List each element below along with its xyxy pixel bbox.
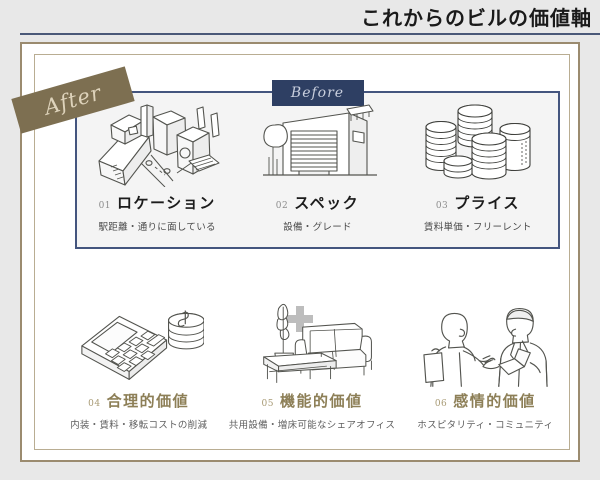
coin-stacks-icon bbox=[413, 100, 543, 188]
content-card: After Before bbox=[11, 42, 580, 462]
item-description: 共用設備・増床可能なシェアオフィス bbox=[228, 420, 396, 431]
header-divider bbox=[20, 33, 600, 35]
before-item-spec[interactable]: 02 スペック 設備・グレード bbox=[237, 94, 397, 246]
item-number: 01 bbox=[98, 201, 112, 211]
item-description: 設備・グレード bbox=[283, 222, 352, 233]
slide-header: これからのビルの価値軸 bbox=[0, 0, 600, 35]
page-title: これからのビルの価値軸 bbox=[361, 6, 592, 30]
item-number: 05 bbox=[261, 399, 274, 409]
after-item-headline: 06 感情的価値 bbox=[435, 390, 536, 411]
before-item-headline: 02 スペック bbox=[276, 192, 359, 213]
before-badge: Before bbox=[271, 80, 364, 106]
item-description: 賃料単価・フリーレント bbox=[423, 222, 532, 233]
before-item-price[interactable]: 03 プライス 賃料単価・フリーレント bbox=[398, 94, 558, 246]
before-item-location[interactable]: 01 ロケーション 駅距離・通りに面している bbox=[77, 94, 237, 246]
before-item-headline: 03 プライス bbox=[436, 192, 520, 213]
before-item-headline: 01 ロケーション bbox=[99, 192, 216, 213]
plus-separator-icon bbox=[287, 306, 313, 332]
item-number: 04 bbox=[88, 399, 101, 409]
item-number: 02 bbox=[275, 201, 289, 211]
plus-bar-vertical bbox=[296, 306, 304, 332]
after-inner-frame bbox=[34, 54, 570, 450]
item-number: 03 bbox=[435, 201, 449, 211]
item-name: 合理的価値 bbox=[106, 392, 190, 410]
after-item-headline: 04 合理的価値 bbox=[88, 390, 189, 411]
item-name: 機能的価値 bbox=[279, 392, 363, 410]
after-item-emotional-value[interactable]: 06 感情的価値 ホスピタリティ・コミュニティ bbox=[399, 292, 572, 442]
item-description: 駅距離・通りに面している bbox=[98, 222, 216, 233]
calculator-coins-icon bbox=[74, 298, 204, 386]
item-description: ホスピタリティ・コミュニティ bbox=[417, 420, 554, 431]
after-item-functional-value[interactable]: 05 機能的価値 共用設備・増床可能なシェアオフィス bbox=[225, 292, 398, 442]
sofa-lounge-icon bbox=[247, 298, 377, 386]
two-people-talking-icon bbox=[420, 298, 550, 387]
item-name: 感情的価値 bbox=[453, 392, 536, 410]
office-building-tree-icon bbox=[252, 100, 382, 188]
item-description: 内装・賃料・移転コストの削減 bbox=[70, 420, 208, 431]
item-name: プライス bbox=[454, 194, 520, 212]
before-badge-label: Before bbox=[290, 85, 345, 101]
after-item-rational-value[interactable]: 04 合理的価値 内装・賃料・移転コストの削減 bbox=[52, 292, 225, 442]
before-items-row: 01 ロケーション 駅距離・通りに面している bbox=[77, 94, 558, 246]
item-name: スペック bbox=[294, 194, 360, 212]
item-number: 06 bbox=[434, 399, 448, 409]
after-item-headline: 05 機能的価値 bbox=[262, 390, 363, 411]
item-name: ロケーション bbox=[117, 194, 216, 212]
cityscape-aerial-icon bbox=[92, 100, 222, 188]
after-items-row: 04 合理的価値 内装・賃料・移転コストの削減 bbox=[52, 292, 572, 442]
